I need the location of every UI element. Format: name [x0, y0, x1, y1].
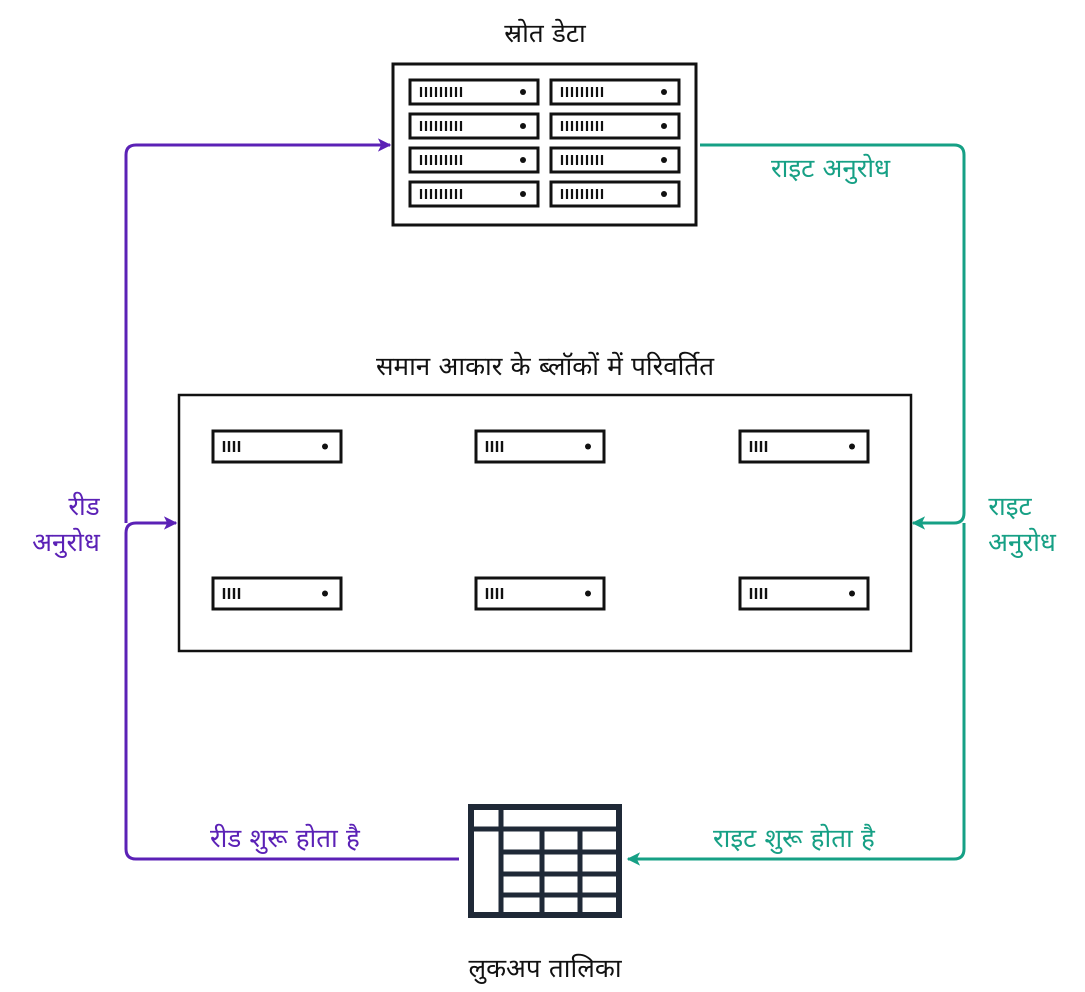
server-unit-icon — [549, 180, 681, 208]
read-request-label-line2: अनुरोध — [32, 528, 100, 558]
server-unit-icon — [549, 78, 681, 106]
blocks-title: समान आकार के ब्लॉकों में परिवर्तित — [375, 352, 715, 382]
write-request-label-line1: राइट — [988, 492, 1032, 522]
server-unit-icon — [408, 78, 540, 106]
table-icon — [468, 804, 622, 918]
write-start-label: राइट शुरू होता है — [713, 824, 875, 854]
write-flow-connector — [626, 143, 966, 866]
server-unit-icon — [211, 576, 343, 611]
server-unit-icon — [738, 429, 870, 464]
server-unit-icon — [738, 576, 870, 611]
server-unit-icon — [549, 112, 681, 140]
server-unit-icon — [474, 429, 606, 464]
read-flow-connector — [124, 138, 459, 861]
write-request-label-line2: अनुरोध — [988, 528, 1056, 558]
server-unit-icon — [408, 112, 540, 140]
server-unit-icon — [549, 146, 681, 174]
read-request-label-line1: रीड — [68, 492, 100, 522]
server-unit-icon — [408, 180, 540, 208]
server-unit-icon — [211, 429, 343, 464]
write-request-label-top: राइट अनुरोध — [771, 154, 891, 184]
server-unit-icon — [408, 146, 540, 174]
source-data-title: स्रोत डेटा — [504, 19, 586, 49]
blocks-container — [177, 393, 913, 653]
read-start-label: रीड शुरू होता है — [210, 824, 360, 854]
server-rack-icon — [391, 62, 698, 227]
lookup-table-title: लुकअप तालिका — [468, 954, 622, 984]
server-unit-icon — [474, 576, 606, 611]
